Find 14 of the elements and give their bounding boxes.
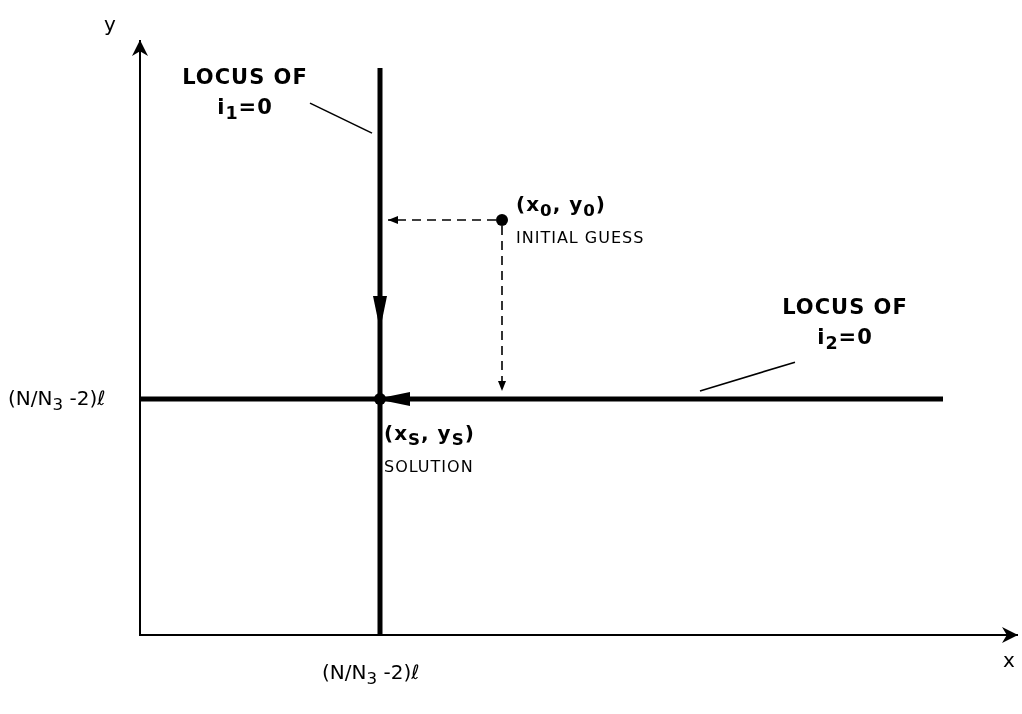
axis-tick-label: (N/N$_{3}$ -2)ℓ <box>322 660 420 688</box>
arrow <box>498 225 506 392</box>
locus-label: LOCUS OF i$_{1}$=0 <box>181 64 309 126</box>
point-caption: INITIAL GUESS <box>516 228 645 247</box>
axis-label: x <box>1003 648 1015 672</box>
leader-line <box>309 102 373 134</box>
axis-label: y <box>104 12 116 36</box>
arrow <box>387 216 497 224</box>
locus-label: LOCUS OF i$_{2}$=0 <box>781 294 909 356</box>
point-caption: SOLUTION <box>384 457 474 476</box>
point-coordinates: (x$_{S}$, y$_{S}$) <box>384 421 475 449</box>
leader-line <box>699 361 796 392</box>
point-coordinates: (x$_{0}$, y$_{0}$) <box>516 192 606 220</box>
axis-tick-label: (N/N$_{3}$ -2)ℓ <box>8 386 106 414</box>
